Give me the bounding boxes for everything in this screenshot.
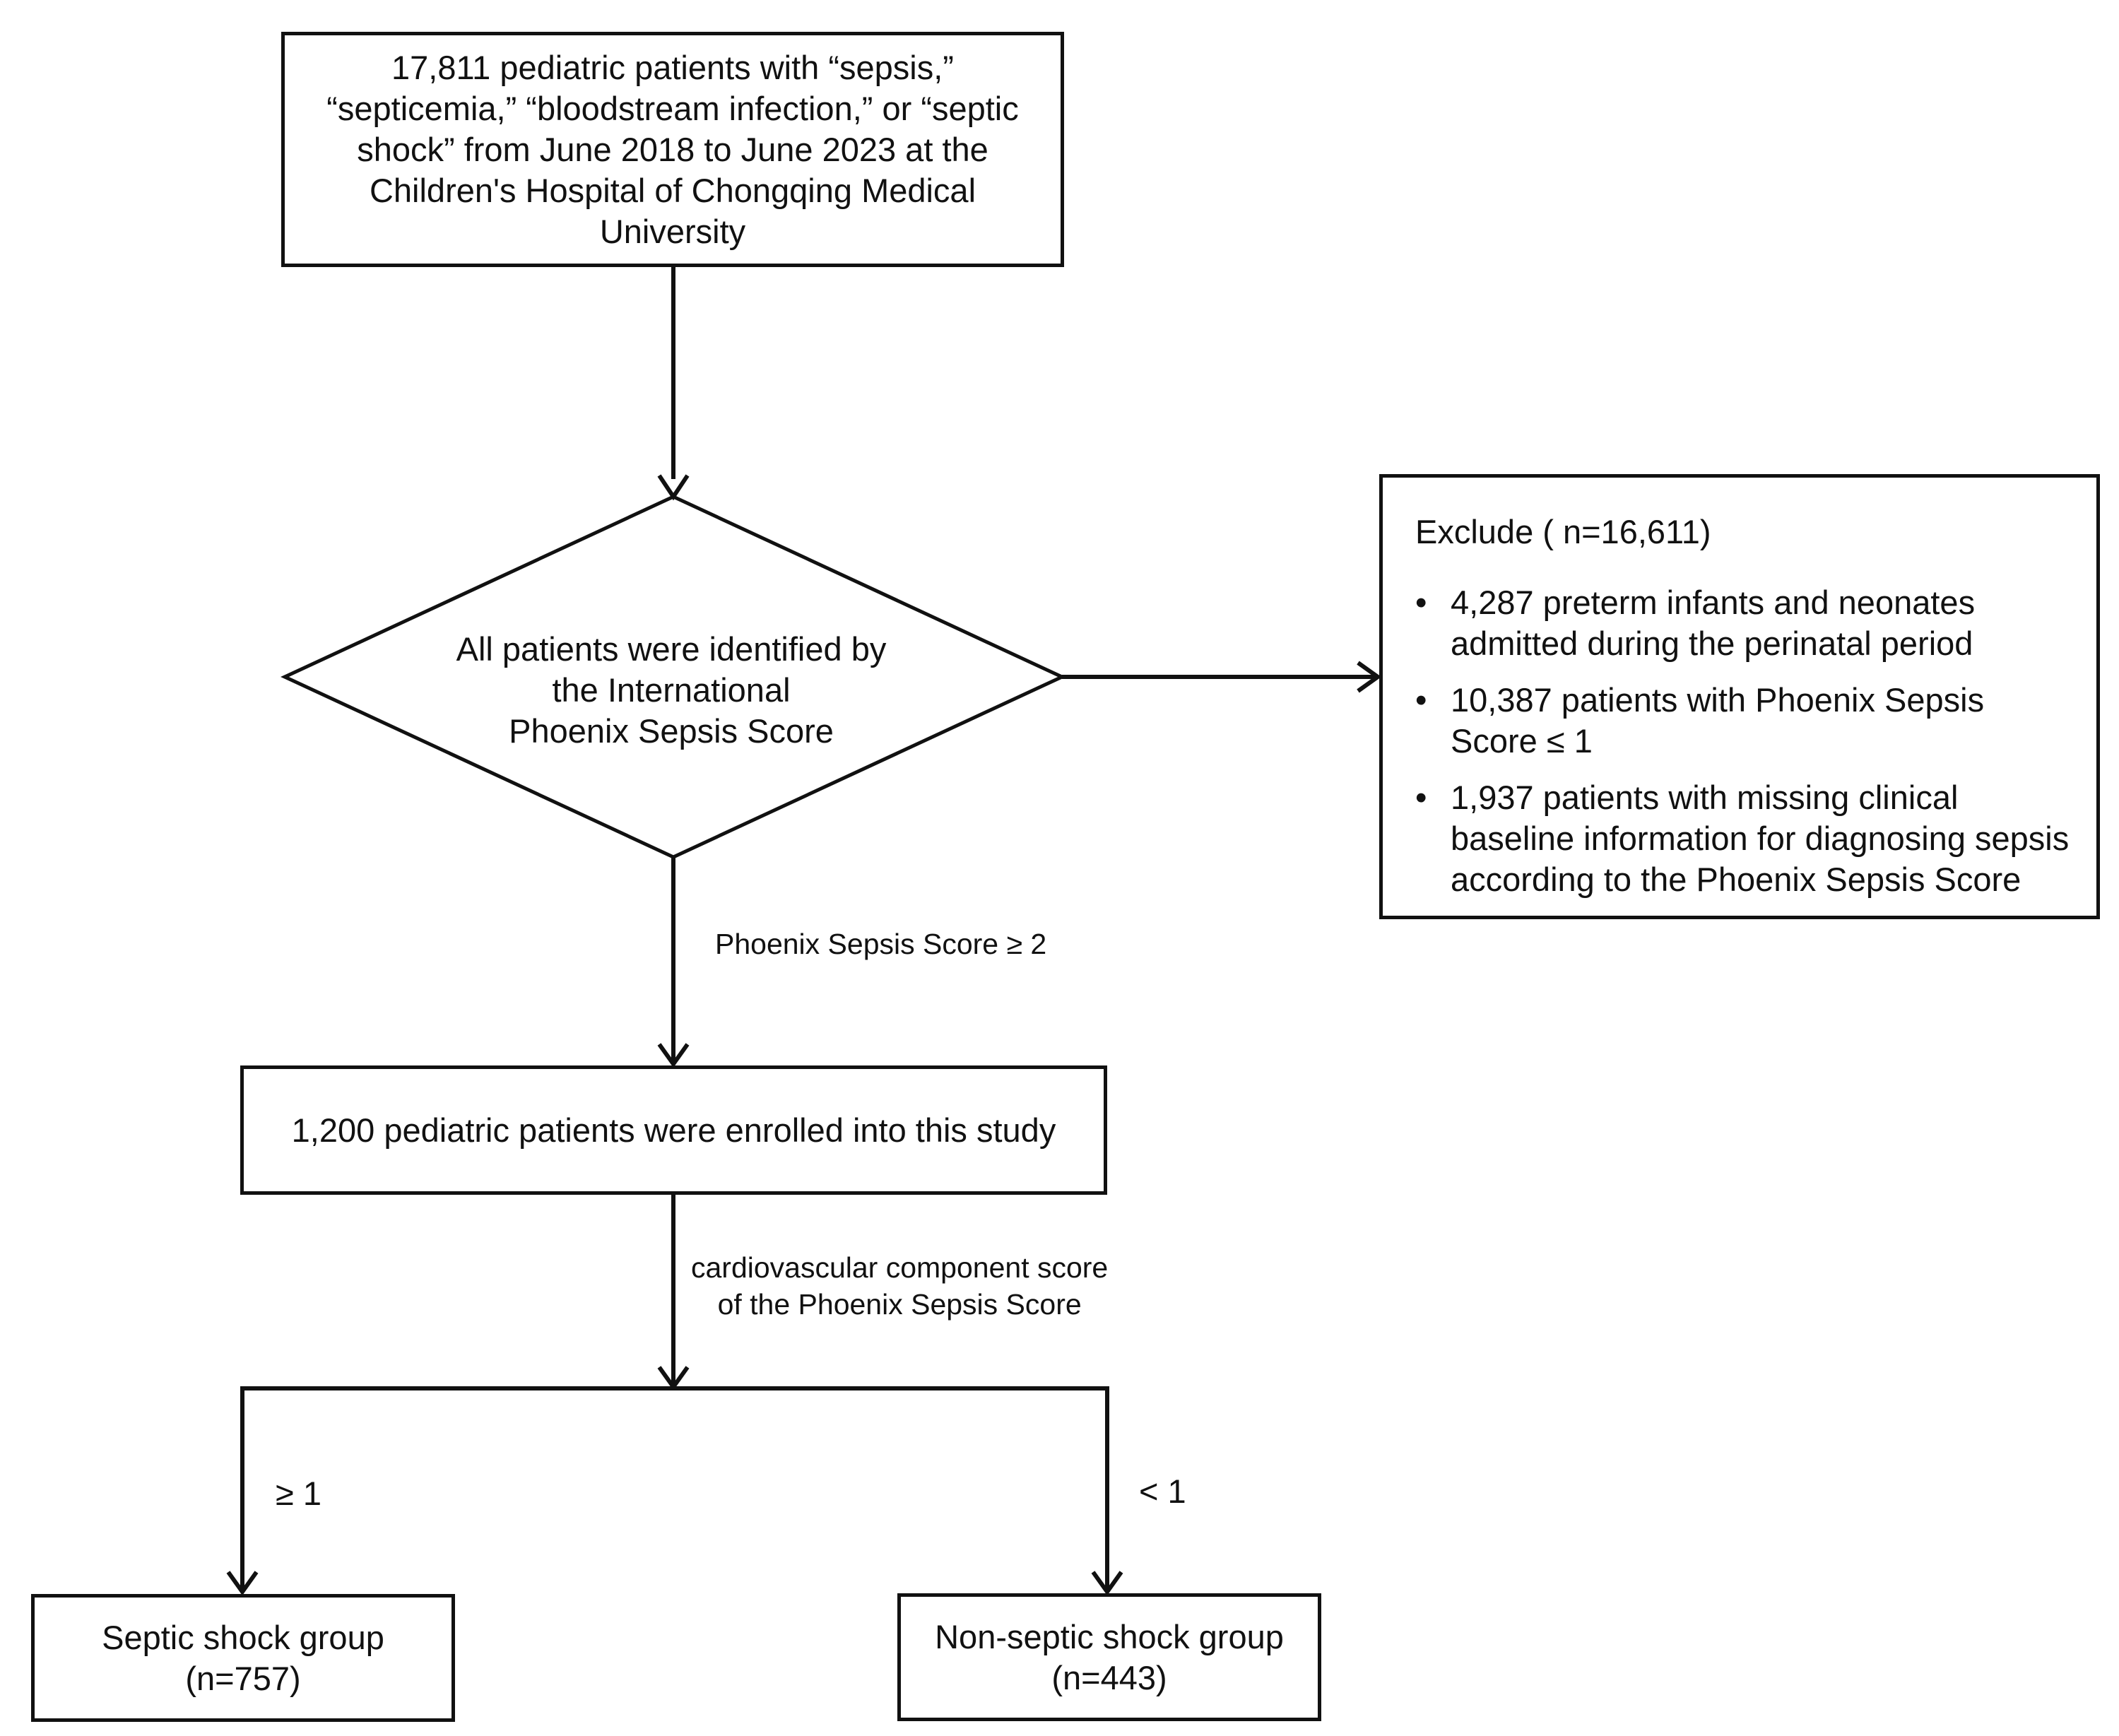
arrowhead-screening	[657, 474, 690, 501]
exclusion-list: • 4,287 preterm infants and neonates adm…	[1415, 582, 2075, 900]
exclusion-item: • 4,287 preterm infants and neonates adm…	[1415, 582, 2075, 664]
arrowhead-exclude	[1357, 661, 1382, 693]
arrowhead-septic-shock	[226, 1571, 259, 1596]
exclusion-title: Exclude ( n=16,611)	[1415, 513, 1711, 550]
arrowhead-non-septic-shock	[1091, 1571, 1123, 1596]
bullet-icon: •	[1415, 584, 1427, 621]
exclusion-box: Exclude ( n=16,611) • 4,287 preterm infa…	[1379, 474, 2100, 919]
septic-shock-group-text: Septic shock group (n=757)	[102, 1618, 384, 1697]
exclusion-item-text: 4,287 preterm infants and neonates admit…	[1451, 584, 1976, 662]
phoenix-criterion-label: Phoenix Sepsis Score ≥ 2	[715, 928, 1047, 960]
exclusion-item-text: 1,937 patients with missing clinical bas…	[1451, 779, 2070, 898]
source-population-box: 17,811 pediatric patients with “sepsis,”…	[281, 32, 1064, 267]
bullet-icon: •	[1415, 681, 1427, 719]
septic-shock-group-box: Septic shock group (n=757)	[31, 1594, 455, 1722]
enrolled-text: 1,200 pediatric patients were enrolled i…	[291, 1111, 1056, 1149]
exclusion-item: • 10,387 patients with Phoenix Sepsis Sc…	[1415, 680, 2075, 762]
exclusion-item: • 1,937 patients with missing clinical b…	[1415, 777, 2075, 900]
arrowhead-enrolled	[657, 1043, 690, 1068]
enrolled-box: 1,200 pediatric patients were enrolled i…	[240, 1065, 1107, 1195]
bullet-icon: •	[1415, 779, 1427, 816]
source-population-text: 17,811 pediatric patients with “sepsis,”…	[326, 48, 1019, 250]
exclusion-item-text: 10,387 patients with Phoenix Sepsis Scor…	[1451, 681, 1985, 760]
left-branch-label: ≥ 1	[276, 1475, 321, 1512]
split-bar	[240, 1386, 1109, 1590]
right-branch-label: < 1	[1139, 1472, 1186, 1510]
screening-text: All patients were identified by the Inte…	[456, 630, 887, 750]
non-septic-shock-group-box: Non-septic shock group (n=443)	[897, 1593, 1321, 1721]
cardiovascular-criterion-label: cardiovascular component score of the Ph…	[691, 1251, 1109, 1321]
non-septic-shock-group-text: Non-septic shock group (n=443)	[935, 1617, 1284, 1696]
